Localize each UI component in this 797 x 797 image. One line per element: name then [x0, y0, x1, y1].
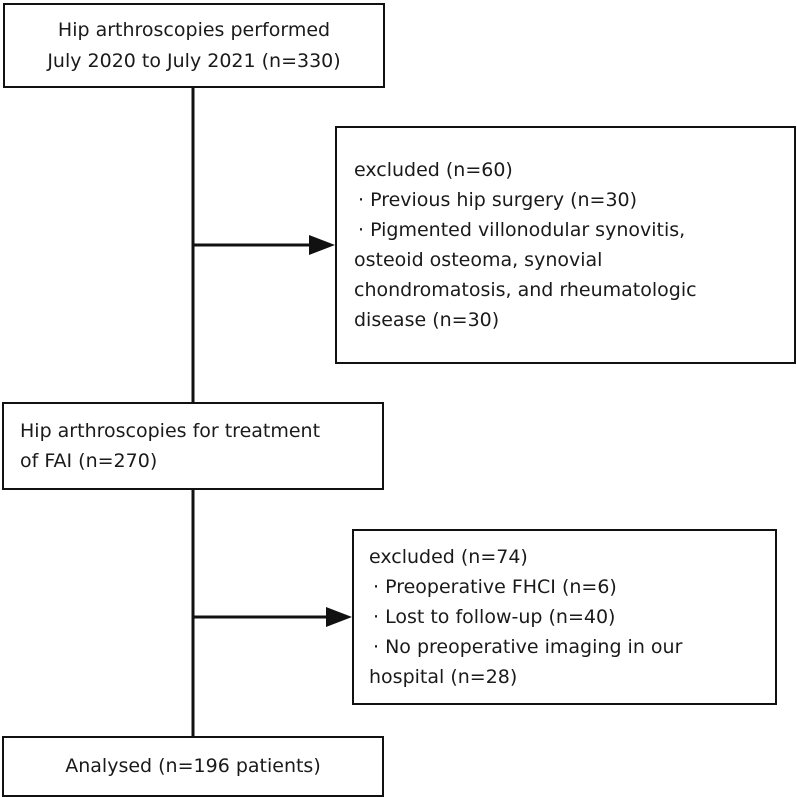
exclusion-2-item-fhci: · Preoperative FHCI (n=6): [373, 576, 617, 598]
box-fai-line-1: Hip arthroscopies for treatment: [20, 420, 321, 442]
exclusion-1-item-pathology: · Pigmented villonodular synovitis,: [358, 219, 686, 241]
exclusion-1-header: excluded (n=60): [354, 159, 513, 181]
exclusion-2-header: excluded (n=74): [369, 546, 528, 568]
box-start-line-2: July 2020 to July 2021 (n=330): [47, 49, 341, 72]
exclusion-1-item-previous-surgery: · Previous hip surgery (n=30): [358, 189, 638, 211]
exclusion-2-item-lost-follow-up: · Lost to follow-up (n=40): [373, 606, 616, 628]
exclusion-2-item-no-imaging-cont: hospital (n=28): [369, 666, 518, 688]
exclusion-1-item-pathology-cont-2: chondromatosis, and rheumatologic: [354, 279, 697, 301]
box-fai-treatment: Hip arthroscopies for treatment of FAI (…: [2, 402, 384, 490]
box-exclusion-1: excluded (n=60) · Previous hip surgery (…: [335, 126, 796, 364]
arrow-to-exclusion-2-head: [326, 607, 352, 627]
exclusion-1-item-pathology-cont-1: osteoid osteoma, synovial: [354, 249, 603, 271]
arrow-to-exclusion-1-head: [309, 235, 335, 255]
box-final-line-1: Analysed (n=196 patients): [65, 755, 321, 777]
box-arthroscopies-performed: Hip arthroscopies performed July 2020 to…: [3, 3, 385, 88]
box-fai-line-2: of FAI (n=270): [20, 450, 158, 472]
box-analysed: Analysed (n=196 patients): [2, 736, 384, 797]
box-start-line-1: Hip arthroscopies performed: [57, 18, 331, 41]
exclusion-2-item-no-imaging: · No preoperative imaging in our: [373, 636, 683, 658]
box-exclusion-2: excluded (n=74) · Preoperative FHCI (n=6…: [352, 529, 777, 705]
exclusion-1-item-pathology-cont-3: disease (n=30): [354, 309, 500, 331]
